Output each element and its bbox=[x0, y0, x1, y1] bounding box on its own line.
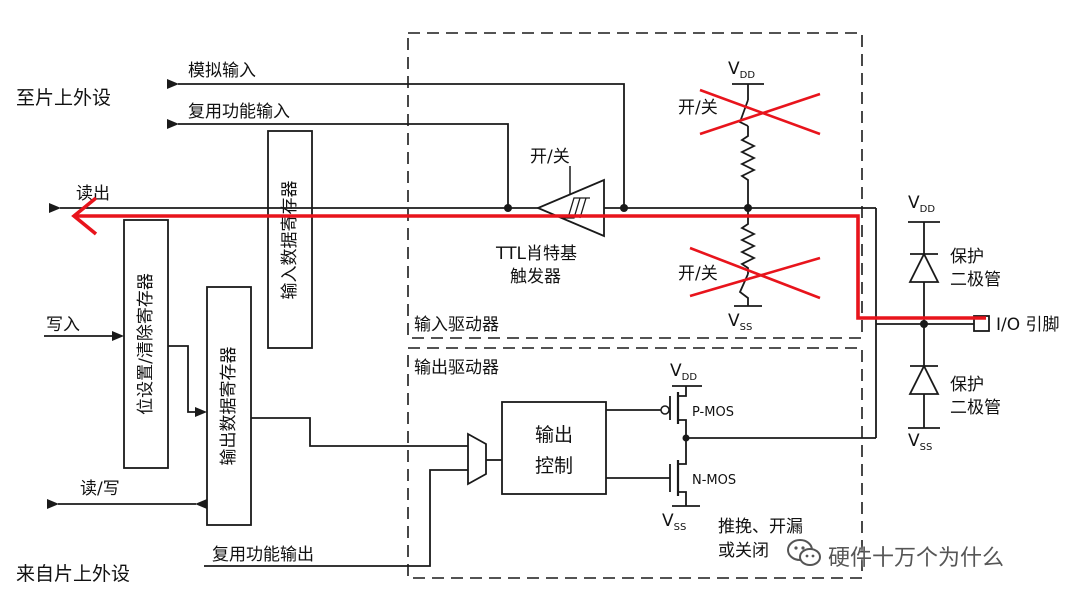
pullup-disabled-cross bbox=[699, 88, 821, 136]
pmos-gate-bubble bbox=[660, 405, 670, 415]
alt-func-output-label: 复用功能输出 bbox=[212, 545, 314, 565]
read-out-label: 读出 bbox=[76, 184, 110, 204]
highlight-read-path bbox=[74, 214, 986, 320]
output-data-register-box bbox=[206, 286, 252, 526]
read-write-label: 读/写 bbox=[80, 479, 120, 499]
alt-func-input-label: 复用功能输入 bbox=[188, 102, 290, 122]
input-driver-label: 输入驱动器 bbox=[414, 315, 499, 335]
output-control-box bbox=[501, 401, 607, 495]
nmos-source bbox=[678, 491, 687, 506]
pullup-on-off-label: 开/关 bbox=[678, 98, 718, 118]
push-pull-label-1: 推挽、开漏 bbox=[718, 517, 803, 537]
diode-vdd-label: VDD bbox=[908, 193, 935, 215]
write-in-label: 写入 bbox=[46, 315, 80, 335]
from-peripheral-label: 来自片上外设 bbox=[16, 563, 130, 585]
input-data-register-label: 输入数据寄存器 bbox=[280, 181, 300, 300]
wechat-logo-icon bbox=[787, 539, 821, 566]
nmos-label: N-MOS bbox=[692, 473, 736, 488]
watermark-text: 硬件十万个为什么 bbox=[828, 546, 1005, 571]
pmos-vdd-label: VDD bbox=[670, 361, 697, 383]
odr-to-mux-line bbox=[251, 417, 468, 447]
protection-diode-lower bbox=[908, 363, 940, 395]
schmitt-on-off-label: 开/关 bbox=[530, 147, 570, 167]
bsrr-to-odr-line bbox=[168, 345, 200, 413]
nmos-vss-label: VSS bbox=[662, 511, 686, 533]
push-pull-label-2: 或关闭 bbox=[718, 541, 769, 561]
arrow-head bbox=[195, 407, 207, 417]
pullup-resistor bbox=[739, 126, 757, 208]
vdd-label: VDD bbox=[728, 59, 755, 81]
junction-dot bbox=[682, 434, 690, 442]
junction-dot bbox=[504, 204, 512, 212]
pulldown-disabled-cross bbox=[689, 246, 821, 300]
pulldown-on-off-label: 开/关 bbox=[678, 264, 718, 284]
to-peripheral-label: 至片上外设 bbox=[16, 87, 111, 109]
pulldown-disabled-cross bbox=[689, 256, 821, 298]
junction-dot bbox=[620, 204, 628, 212]
input-driver-box bbox=[407, 32, 863, 339]
ttl-schmitt-label-1: TTL肖特基 bbox=[495, 244, 577, 264]
bit-set-reset-register-box bbox=[123, 219, 169, 469]
analog-input-line bbox=[167, 79, 625, 208]
pmos-drain bbox=[678, 386, 687, 397]
pullup-disabled-cross bbox=[699, 92, 821, 136]
alt-func-input-line bbox=[167, 119, 509, 208]
vss-label: VSS bbox=[728, 311, 752, 333]
protect-label-2a: 保护 bbox=[950, 375, 984, 395]
input-data-register-box bbox=[267, 130, 313, 349]
io-pin-label: I/O 引脚 bbox=[996, 315, 1060, 335]
bit-set-reset-register-label: 位设置/清除寄存器 bbox=[136, 273, 156, 415]
output-control-label-1: 输出 bbox=[535, 424, 573, 446]
protection-diode-upper bbox=[908, 251, 940, 283]
protect-label-1b: 二极管 bbox=[950, 270, 1001, 290]
nmos-drain bbox=[678, 450, 687, 465]
diode-vss-label: VSS bbox=[908, 431, 932, 453]
alt-func-output-line bbox=[204, 469, 468, 567]
hysteresis-icon bbox=[562, 197, 590, 219]
pulldown-switch bbox=[738, 273, 749, 306]
analog-input-label: 模拟输入 bbox=[188, 61, 256, 81]
output-control-label-2: 控制 bbox=[535, 455, 573, 477]
arrow-head bbox=[112, 331, 124, 341]
pmos-label: P-MOS bbox=[692, 405, 734, 420]
output-data-register-label: 输出数据寄存器 bbox=[219, 347, 239, 466]
output-mux bbox=[467, 432, 487, 486]
pulldown-resistor bbox=[739, 208, 757, 274]
highlight-arrow-head bbox=[71, 196, 98, 236]
protect-label-2b: 二极管 bbox=[950, 398, 1001, 418]
output-driver-label: 输出驱动器 bbox=[414, 358, 499, 378]
protect-label-1a: 保护 bbox=[950, 247, 984, 267]
ttl-schmitt-label-2: 触发器 bbox=[510, 267, 561, 287]
